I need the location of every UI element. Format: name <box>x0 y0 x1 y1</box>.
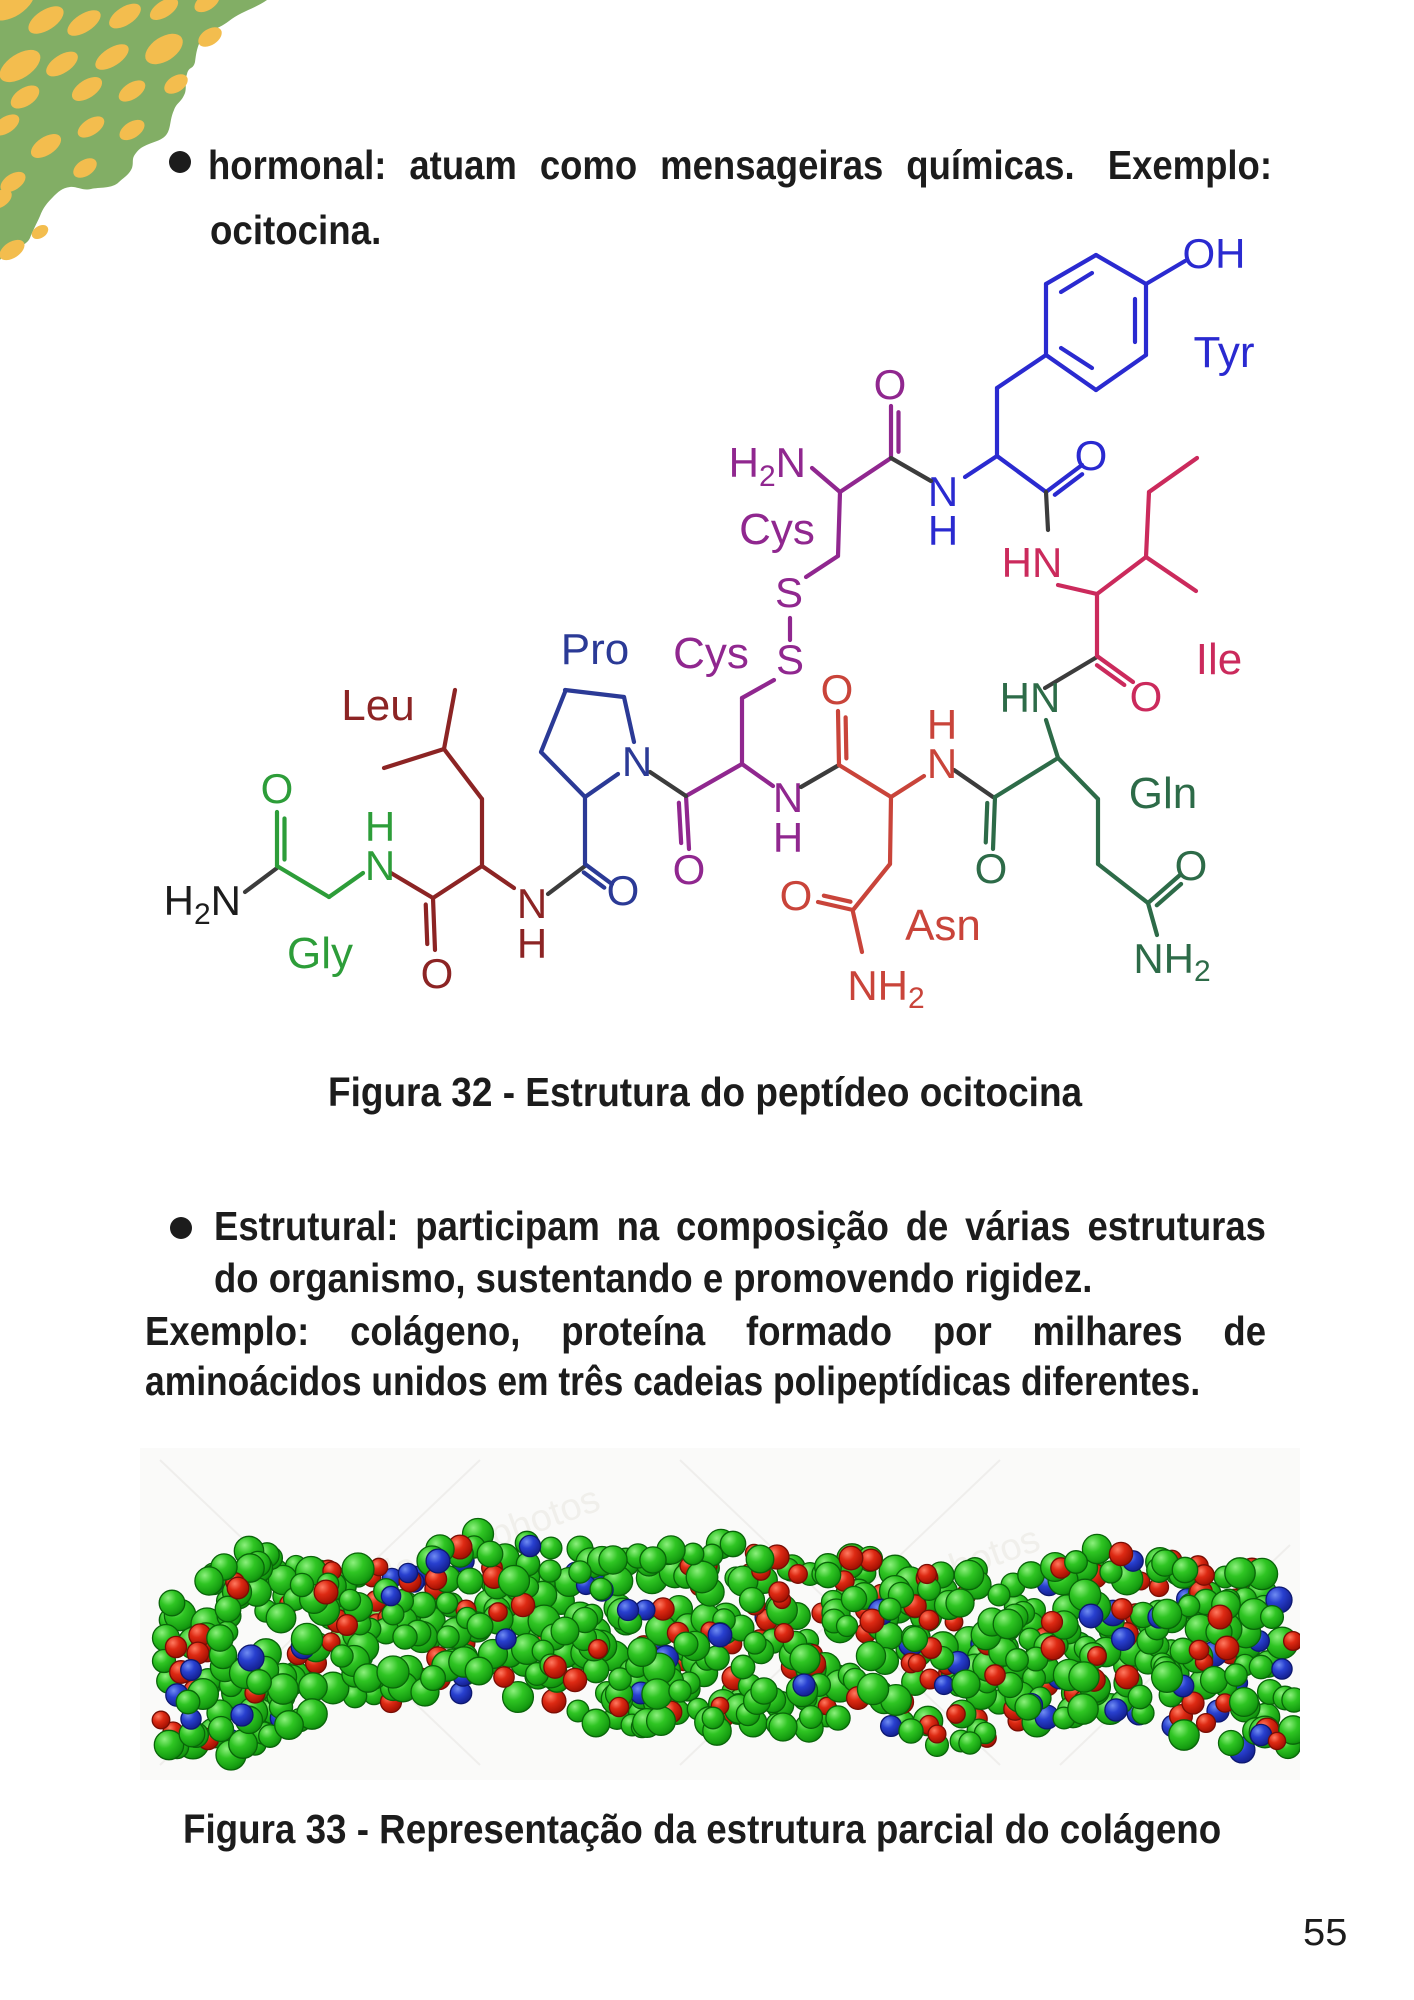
svg-text:Ile: Ile <box>1196 635 1242 684</box>
svg-text:Cys: Cys <box>739 505 815 554</box>
svg-text:HN: HN <box>1002 539 1063 586</box>
svg-text:N: N <box>773 774 803 821</box>
svg-text:O: O <box>780 872 813 919</box>
svg-text:O: O <box>1130 673 1163 720</box>
svg-text:Leu: Leu <box>341 681 414 730</box>
svg-text:O: O <box>1175 842 1208 889</box>
svg-text:N: N <box>365 842 395 889</box>
svg-text:O: O <box>673 846 706 893</box>
svg-text:O: O <box>1075 432 1108 479</box>
svg-text:H: H <box>365 803 395 850</box>
svg-text:NH2: NH2 <box>847 962 924 1015</box>
svg-text:O: O <box>261 765 294 812</box>
svg-text:N: N <box>517 880 547 927</box>
svg-text:Cys: Cys <box>673 629 749 678</box>
svg-text:Tyr: Tyr <box>1193 328 1254 377</box>
svg-text:N: N <box>622 738 652 785</box>
svg-text:H: H <box>927 701 957 748</box>
svg-text:H2N: H2N <box>164 877 241 931</box>
svg-text:Pro: Pro <box>561 625 629 674</box>
svg-text:H: H <box>773 814 803 861</box>
svg-text:NH2: NH2 <box>1133 935 1210 988</box>
svg-text:O: O <box>874 361 907 408</box>
svg-text:Gly: Gly <box>287 929 353 978</box>
svg-text:HN: HN <box>1000 674 1061 721</box>
svg-text:S: S <box>775 569 803 616</box>
svg-text:Asn: Asn <box>905 901 981 950</box>
svg-text:OH: OH <box>1183 230 1246 277</box>
svg-text:Gln: Gln <box>1129 769 1197 818</box>
svg-text:H: H <box>517 920 547 967</box>
svg-text:O: O <box>607 867 640 914</box>
svg-text:O: O <box>421 950 454 997</box>
svg-text:S: S <box>776 636 804 683</box>
svg-text:O: O <box>821 666 854 713</box>
svg-text:H: H <box>928 507 958 554</box>
svg-text:O: O <box>975 845 1008 892</box>
svg-text:N: N <box>927 740 957 787</box>
svg-text:N: N <box>928 468 958 515</box>
svg-text:H2N: H2N <box>729 439 806 493</box>
